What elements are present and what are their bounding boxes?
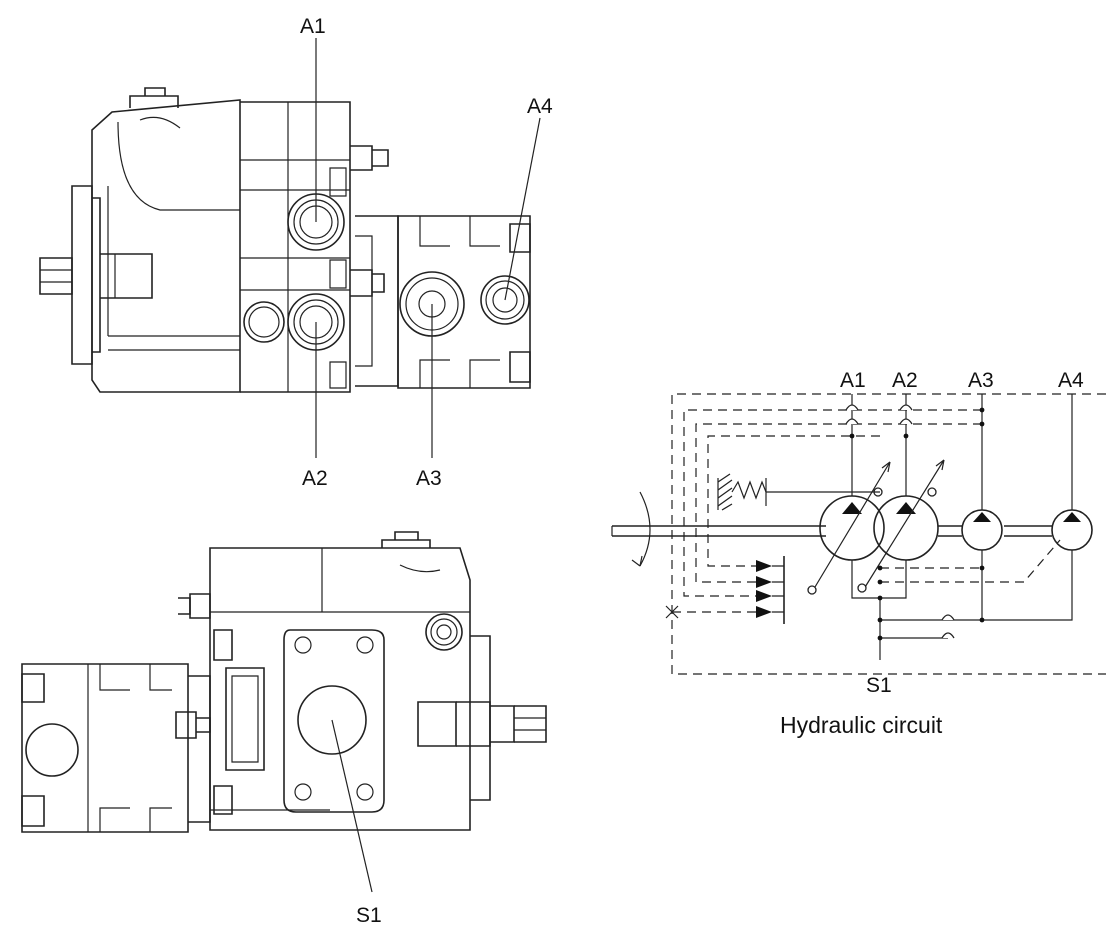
circuit-label-s1: S1 <box>866 674 892 697</box>
pump-bottom-view: S1 <box>21 531 547 927</box>
circuit-label-a3: A3 <box>968 369 994 392</box>
circuit-caption: Hydraulic circuit <box>780 712 943 738</box>
circuit-label-a1: A1 <box>840 369 866 392</box>
circuit-label-a2: A2 <box>892 369 918 392</box>
hydraulic-circuit: A1 A2 A3 A4 S1 Hydraulic circuit <box>611 369 1106 738</box>
circuit-label-a4: A4 <box>1058 369 1084 392</box>
label-a4: A4 <box>527 95 553 118</box>
label-a2: A2 <box>302 467 328 490</box>
pump-top-view: A1 A4 A2 A3 <box>39 15 553 490</box>
label-s1: S1 <box>356 904 382 927</box>
label-a3: A3 <box>416 467 442 490</box>
label-a1: A1 <box>300 15 326 38</box>
